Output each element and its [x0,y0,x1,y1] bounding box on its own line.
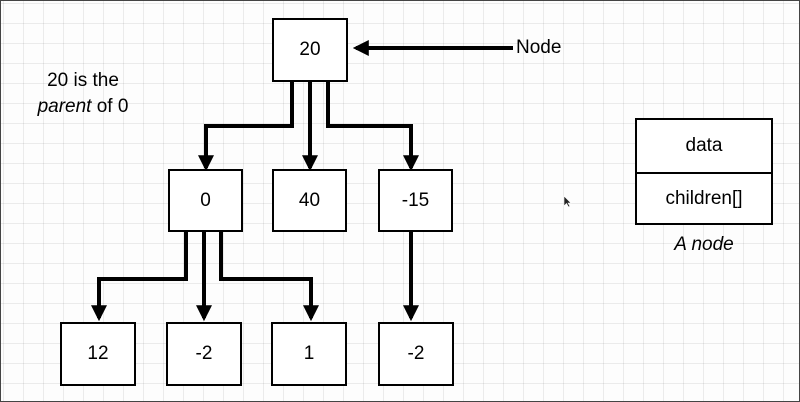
edge-20-to-0 [198,82,294,172]
tree-node-1: 1 [271,322,347,386]
parent-rest: of 0 [91,96,129,117]
legend-caption: A node [674,234,734,255]
tree-node-12: 12 [60,322,136,386]
parent-word: parent [37,96,92,117]
edge-20-to-minus15 [326,82,419,172]
legend-data-field: data [637,120,771,174]
node-pointer-label: Node [516,37,562,58]
tree-node-minus2-a: -2 [166,322,242,386]
mouse-pointer-icon [563,195,572,208]
edge-0-to-12 [91,232,188,322]
node-structure-legend: data children[] [635,118,773,225]
tree-node-minus15: -15 [378,169,453,232]
tree-node-40: 40 [272,169,347,232]
tree-node-root: 20 [272,18,348,82]
parent-annotation-line2: parent of 0 [27,94,139,120]
tree-node-minus2-b: -2 [378,322,454,386]
edge-0-to-1 [219,232,319,322]
legend-children-field: children[] [665,187,743,209]
parent-annotation: 20 is the parent of 0 [27,68,139,120]
parent-annotation-line1: 20 is the [47,70,119,91]
tree-node-0: 0 [168,169,243,232]
